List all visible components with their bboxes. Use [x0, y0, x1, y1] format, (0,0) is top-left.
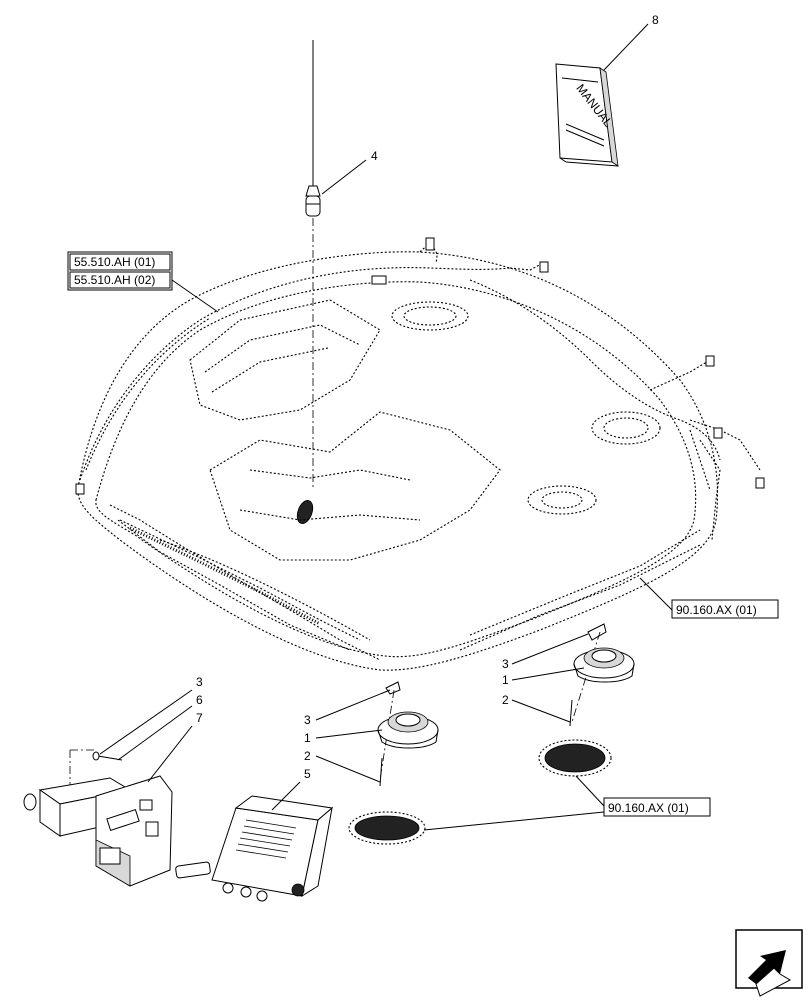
callout-1-upper: 1	[502, 673, 509, 687]
roof-reference[interactable]: 90.160.AX (01)	[676, 603, 757, 617]
callout-6: 6	[196, 693, 203, 707]
speaker-reference-group: 90.160.AX (01)	[423, 775, 711, 831]
callout-7: 7	[196, 711, 203, 725]
roof-reference-group: 90.160.AX (01)	[639, 577, 779, 619]
callout-3-left: 3	[196, 675, 203, 689]
harness-reference-group: 55.510.AH (01) 55.510.AH (02)	[67, 251, 219, 313]
speaker-reference[interactable]: 90.160.AX (01)	[608, 801, 689, 815]
callout-5: 5	[304, 767, 311, 781]
callout-2-lower: 2	[304, 749, 311, 763]
harness-reference-1[interactable]: 55.510.AH (01)	[74, 255, 155, 269]
callout-3-lower: 3	[304, 713, 311, 727]
speaker-upper-right	[569, 623, 635, 727]
callout-4: 4	[371, 149, 378, 163]
speaker-grille-right	[538, 739, 612, 777]
cab-roof	[75, 237, 765, 671]
callout-3-upper: 3	[502, 657, 509, 671]
callout-1-lower: 1	[304, 731, 311, 745]
harness-reference-2[interactable]: 55.510.AH (02)	[74, 273, 155, 287]
radio-bracket	[23, 749, 173, 887]
radio-unit	[175, 795, 334, 902]
antenna	[296, 40, 321, 524]
manual-book: MANUAL	[555, 63, 619, 167]
speaker-lower	[377, 681, 439, 787]
speaker-grille-left	[348, 811, 426, 845]
callout-8: 8	[652, 13, 659, 27]
arrow-icon[interactable]	[735, 929, 803, 997]
callout-2-upper: 2	[502, 693, 509, 707]
